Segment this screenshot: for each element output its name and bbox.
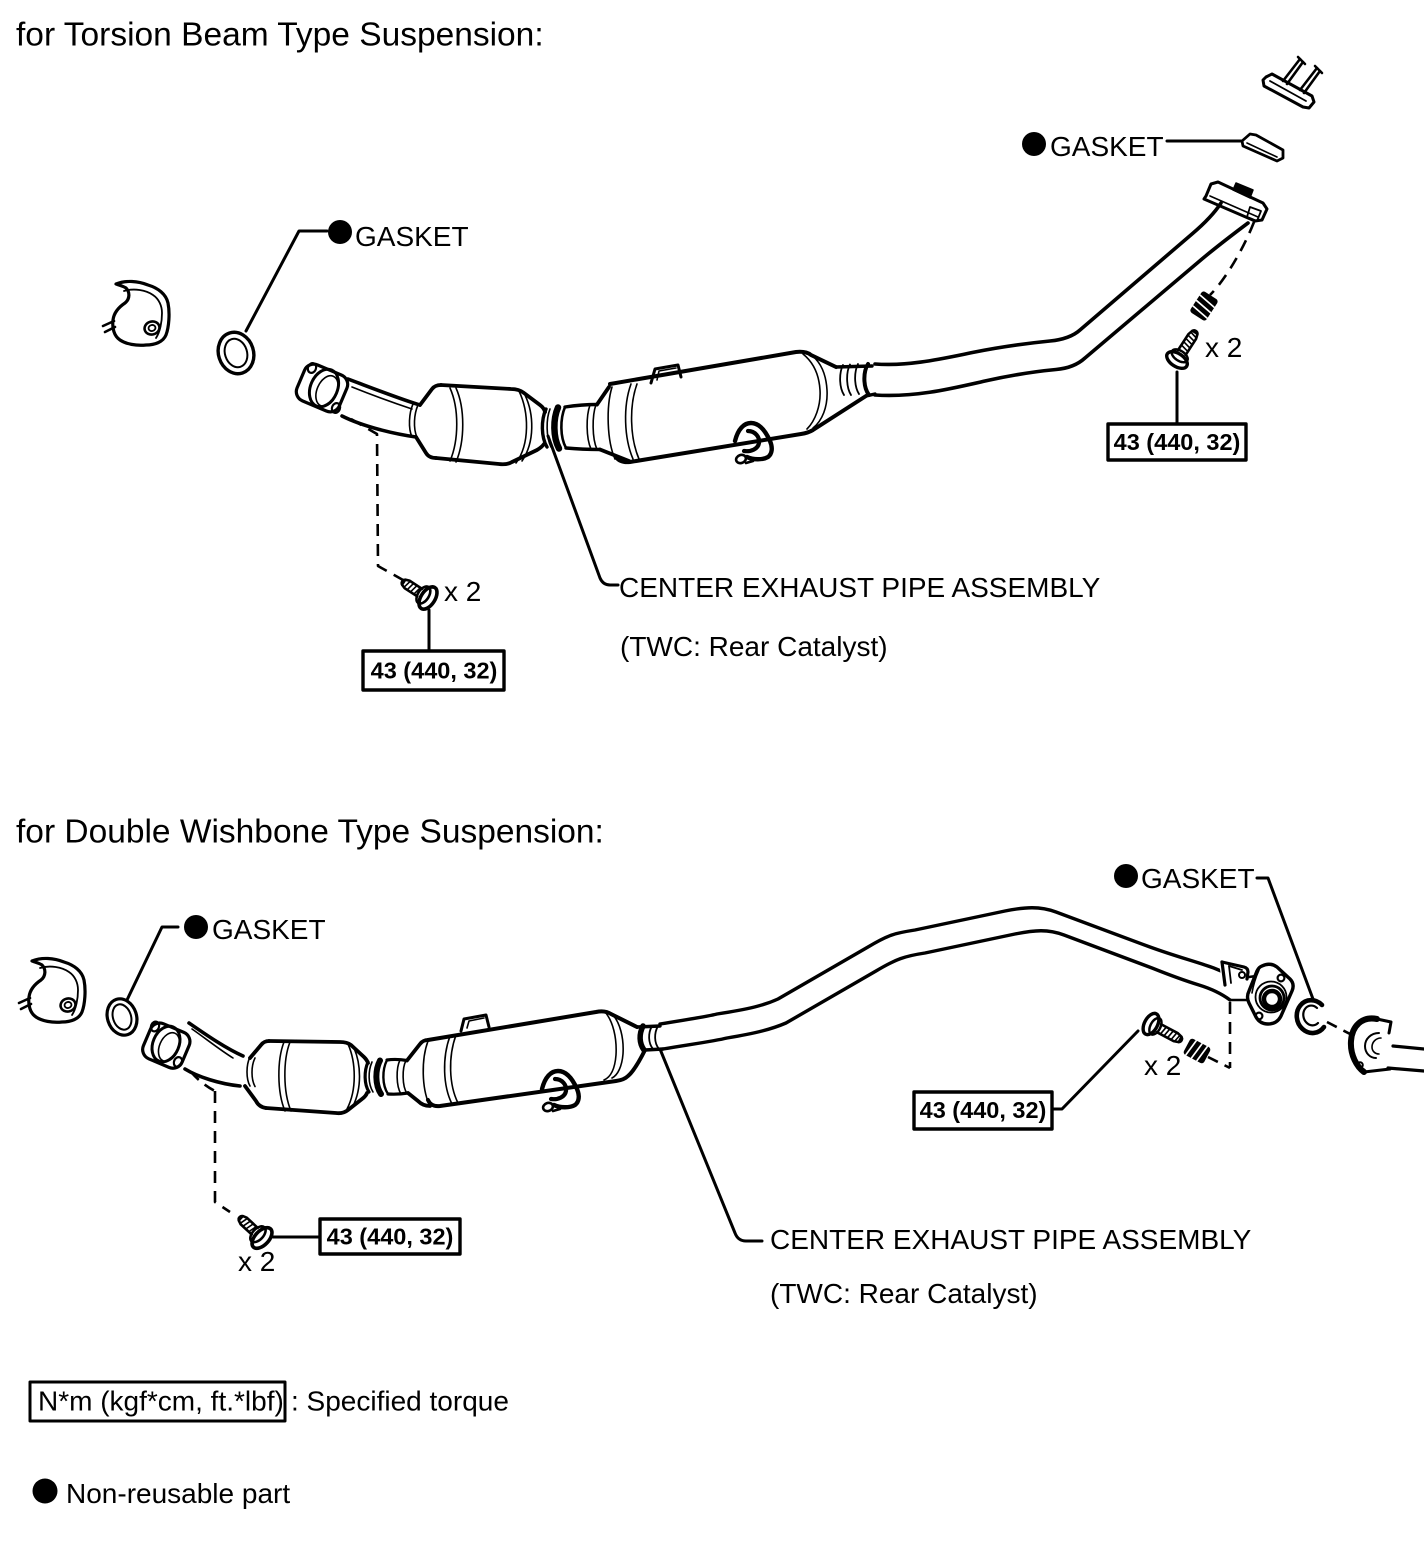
svg-text:GASKET: GASKET [355, 221, 469, 252]
svg-text:GASKET: GASKET [1050, 131, 1164, 162]
svg-text:CENTER EXHAUST PIPE ASSEMBLY: CENTER EXHAUST PIPE ASSEMBLY [770, 1224, 1252, 1255]
svg-text:(TWC: Rear Catalyst): (TWC: Rear Catalyst) [620, 631, 888, 662]
svg-text:for Torsion Beam Type Suspensi: for Torsion Beam Type Suspension: [16, 17, 544, 54]
svg-text:x 2: x 2 [444, 576, 481, 607]
svg-text:CENTER EXHAUST PIPE ASSEMBLY: CENTER EXHAUST PIPE ASSEMBLY [619, 572, 1101, 603]
svg-text:Non-reusable part: Non-reusable part [66, 1478, 290, 1509]
svg-text:GASKET: GASKET [1141, 863, 1255, 894]
svg-text:(TWC: Rear Catalyst): (TWC: Rear Catalyst) [770, 1278, 1038, 1309]
svg-text:x 2: x 2 [1205, 332, 1242, 363]
svg-text:43 (440, 32): 43 (440, 32) [1114, 429, 1241, 455]
svg-text:: Specified torque: : Specified torque [291, 1386, 509, 1417]
svg-text:N*m (kgf*cm, ft.*lbf): N*m (kgf*cm, ft.*lbf) [38, 1386, 284, 1417]
svg-text:x 2: x 2 [238, 1246, 275, 1277]
svg-text:43 (440, 32): 43 (440, 32) [371, 658, 498, 684]
svg-text:43 (440, 32): 43 (440, 32) [920, 1097, 1047, 1123]
svg-text:x 2: x 2 [1144, 1050, 1181, 1081]
svg-text:for Double Wishbone Type Suspe: for Double Wishbone Type Suspension: [16, 814, 604, 851]
svg-text:43 (440, 32): 43 (440, 32) [327, 1224, 454, 1250]
svg-text:GASKET: GASKET [212, 914, 326, 945]
